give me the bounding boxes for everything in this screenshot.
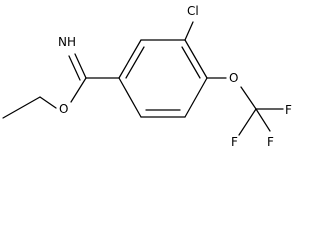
atom-ester-oxygen: O (59, 102, 68, 116)
atom-chlorine: Cl (187, 4, 199, 18)
ester-oxygen-to-ch2-bond (39, 96, 57, 109)
ring-bond-6 (118, 77, 142, 118)
ch2-to-ch3-bond (2, 96, 41, 119)
atom-ether-oxygen: O (229, 71, 238, 85)
ring-bond-1-inner (125, 46, 145, 79)
atom-fluorine-1: F (231, 135, 238, 149)
ring-bond-3 (184, 39, 208, 79)
cf3-to-fluorine-3-bond (255, 108, 271, 132)
chemical-structure-diagram: NH Cl O O F F F (2, 4, 292, 149)
cf3-to-fluorine-1-bond (238, 108, 257, 136)
amidine-double-bond-inner (68, 55, 81, 81)
atom-fluorine-3: F (267, 135, 274, 149)
atom-label-layer: NH Cl O O F F F (58, 4, 292, 149)
atom-fluorine-2: F (285, 103, 292, 117)
amidine-carbon-to-ester-oxygen-bond (70, 77, 87, 103)
ring-bond-3-inner (181, 46, 201, 79)
molecule-drawing: NH Cl O O F F F (2, 4, 292, 149)
ring-to-chlorine-bond (184, 21, 194, 41)
atom-imine-nh: NH (58, 35, 76, 49)
bond-layer (2, 21, 284, 136)
amidine-double-bond-outer (74, 53, 87, 79)
ring-bond-1 (118, 39, 142, 79)
ring-bond-4 (184, 77, 208, 118)
ether-oxygen-to-cf3-bond (240, 86, 257, 110)
